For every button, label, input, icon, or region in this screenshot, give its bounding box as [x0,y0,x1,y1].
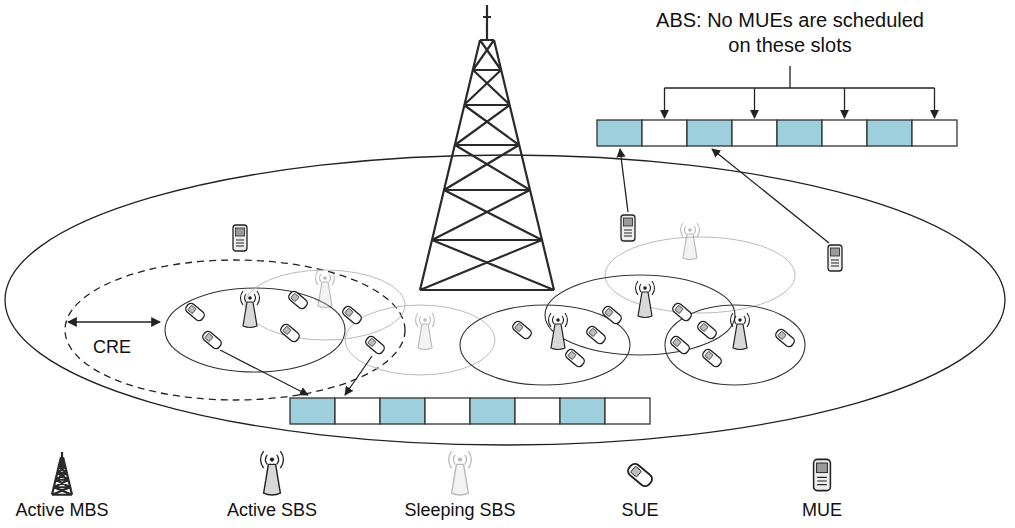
subframe-bar [290,398,650,424]
active-sbs [241,291,260,328]
assignment-arrow [220,350,308,395]
active-sbs [731,313,750,350]
legend-sbs-symbol [261,451,284,495]
sue-phone [201,330,223,351]
legend-mbs-symbol [52,452,72,495]
note-text: ABS: No MUEs are scheduled on these slot… [645,8,935,58]
sleeping-sbs [416,313,435,350]
region-label: CRE [82,336,142,359]
abs-bracket [665,66,935,118]
legend-label: SUE [621,499,658,522]
sue-phone [671,302,693,323]
subframe-bar [597,120,957,146]
sue-phone [184,302,206,323]
sue-phone [511,320,533,341]
assignment-arrow [345,356,372,395]
legend-label: MUE [802,499,842,522]
sue-phone [287,290,309,311]
sue-phone [364,335,386,356]
macro-tower [420,5,554,290]
active-sbs [636,281,655,318]
mue-phone [828,245,842,271]
sue-phone [774,328,796,349]
sleeping-cell [245,270,405,340]
legend-label: Active MBS [15,499,108,522]
active-sbs [549,313,568,350]
sleeping-sbs [316,271,335,308]
small-cell [165,288,345,372]
cre-arrow [68,321,160,322]
legend-label: Sleeping SBS [404,499,515,522]
macro-cell [5,155,1005,445]
sue-phone [701,348,723,369]
sue-phone [564,348,586,369]
legend-sue-symbol [626,462,654,489]
sue-phone [696,320,718,341]
sleeping-sbs [681,223,700,260]
cre-boundary [65,260,405,400]
legend-mue-symbol [814,459,831,490]
assignment-arrow [620,149,628,212]
small-cell [545,275,735,355]
mue-phone [621,215,635,241]
sue-phone [585,325,607,346]
legend-sleeping-symbol [449,451,472,495]
sue-phone [601,305,623,326]
sue-phone [669,335,691,356]
legend-label: Active SBS [227,499,317,522]
sue-phone [341,305,363,326]
mue-phone [233,225,247,251]
sue-phone [279,323,301,344]
assignment-arrow [712,149,829,243]
sleeping-cell [345,305,495,375]
